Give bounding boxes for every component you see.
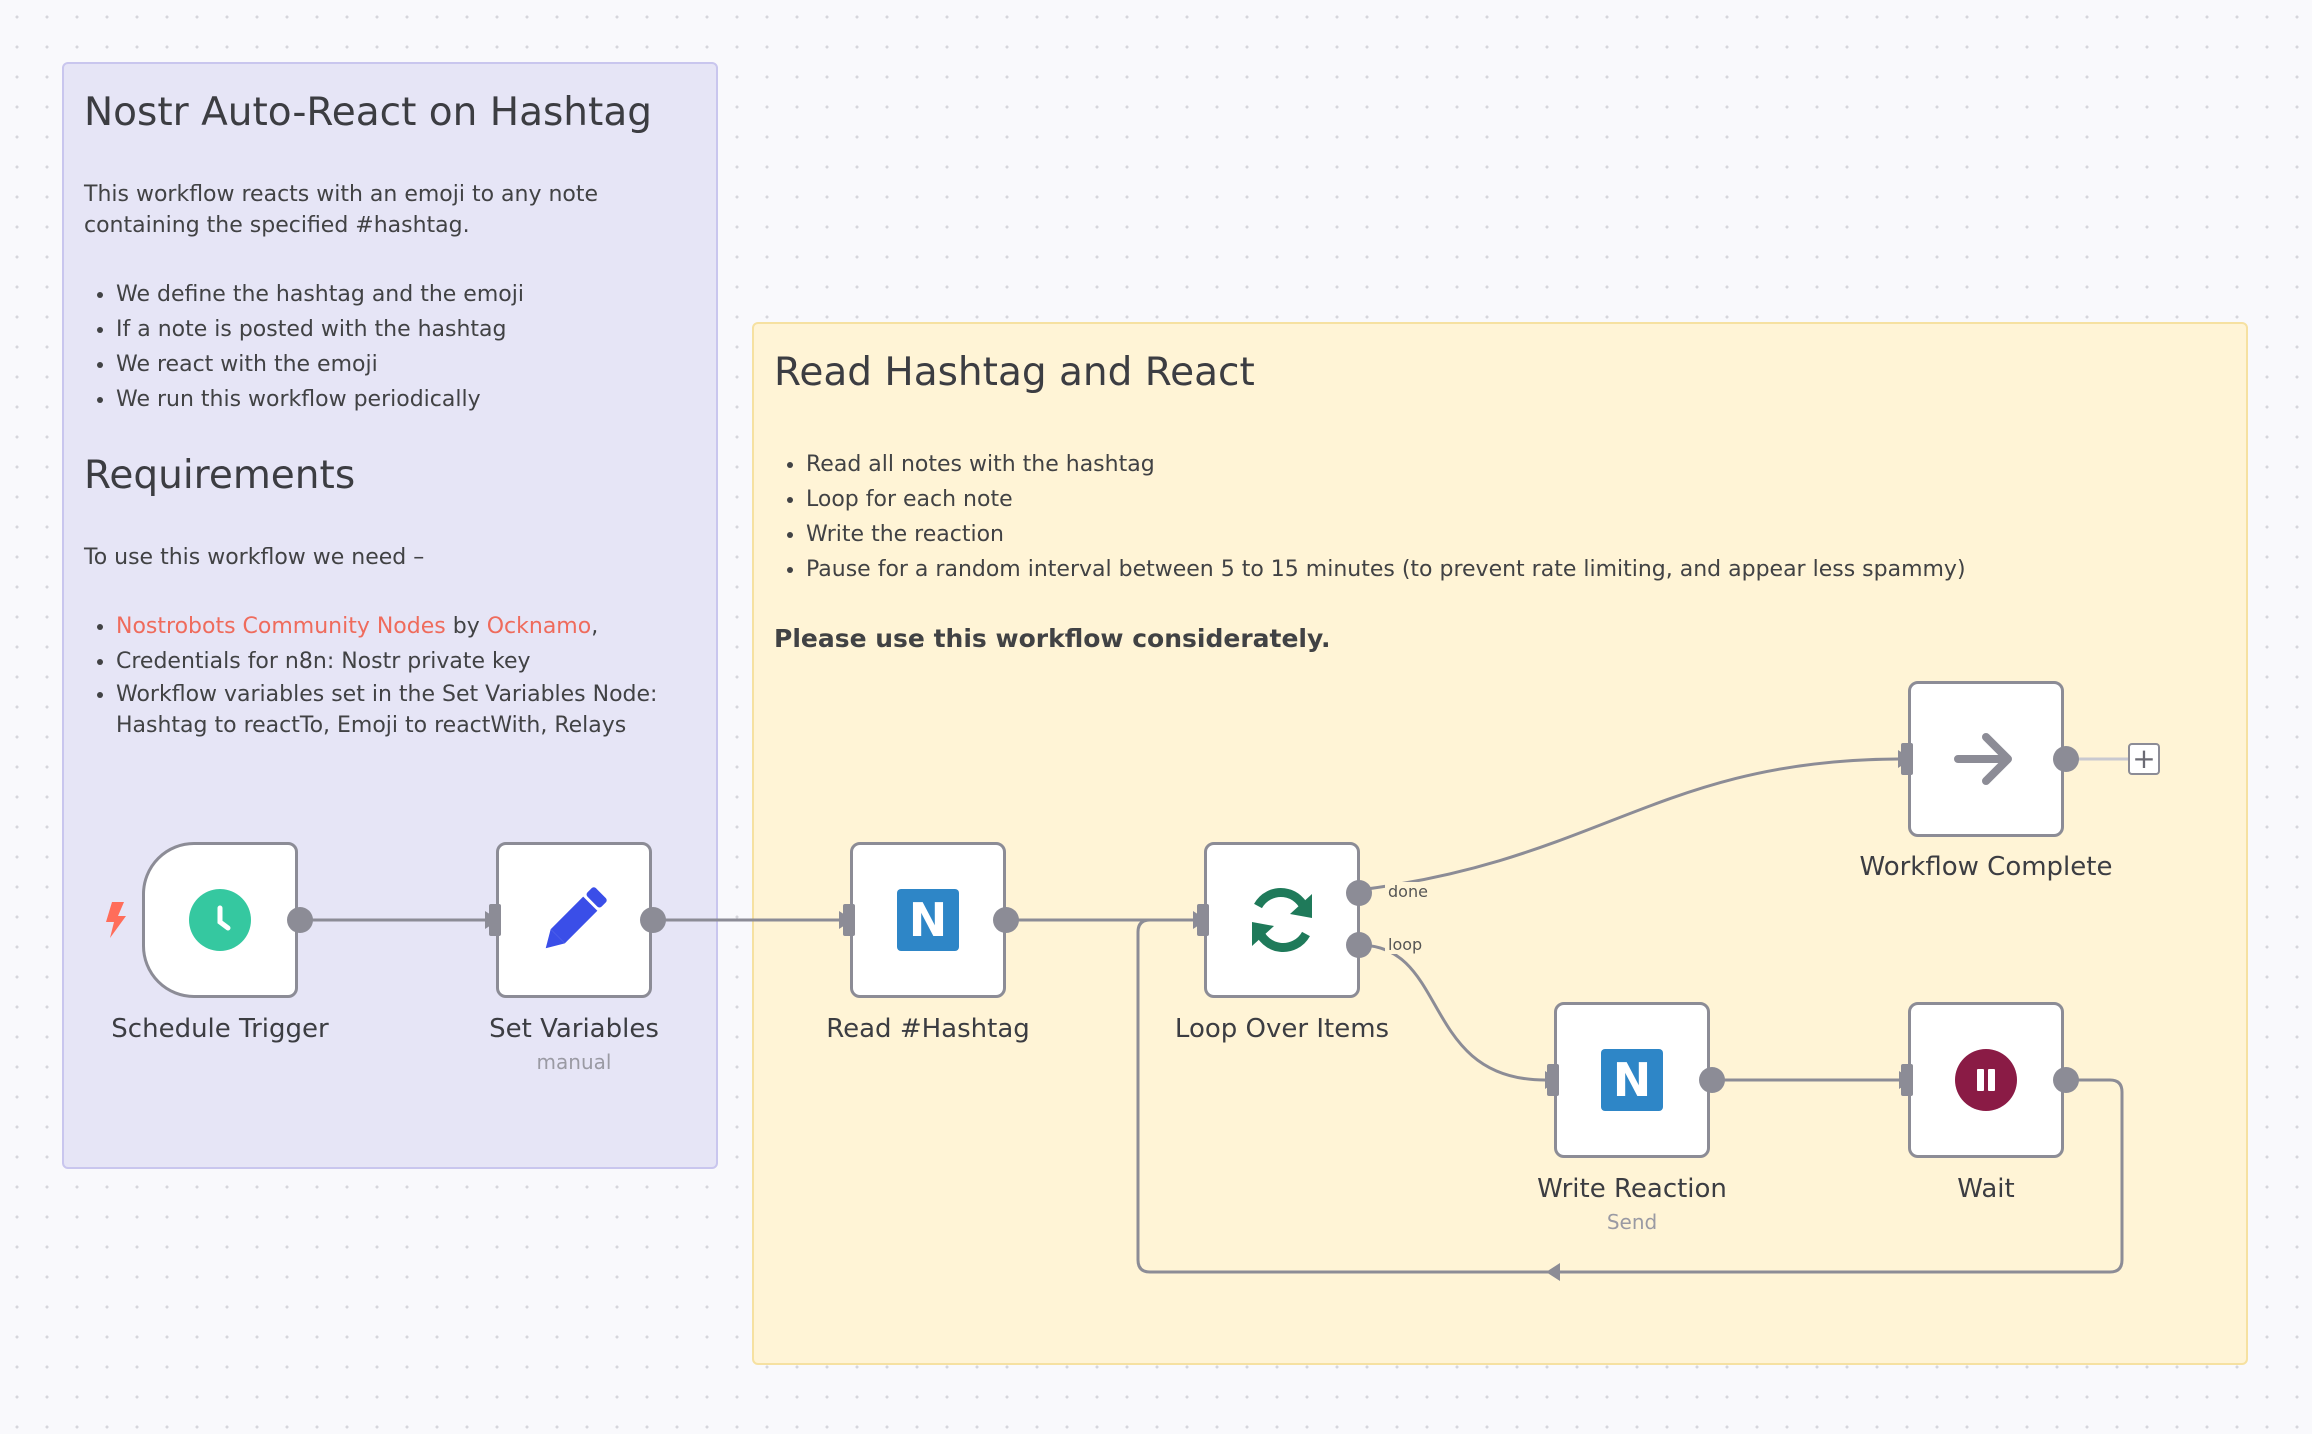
arrow-right-icon [1954, 733, 2012, 785]
node-read-hashtag[interactable]: N [850, 842, 1006, 998]
list-item: Read all notes with the hashtag [806, 447, 2226, 482]
port-label-done: done [1385, 882, 1431, 901]
sticky-intro-title: Nostr Auto-React on Hashtag [84, 90, 652, 135]
node-schedule-trigger[interactable] [142, 842, 298, 998]
output-handle[interactable] [993, 907, 1019, 933]
node-label: Loop Over Items [1174, 1014, 1390, 1044]
node-label: Write Reaction [1537, 1174, 1727, 1204]
input-handle[interactable] [1901, 743, 1913, 775]
sticky-main-bullets: Read all notes with the hashtag Loop for… [774, 447, 2226, 587]
input-handle[interactable] [1901, 1064, 1913, 1096]
list-item: Loop for each note [806, 482, 2226, 517]
node-label: Schedule Trigger [111, 1014, 329, 1044]
output-handle[interactable] [287, 907, 313, 933]
pause-icon [1955, 1049, 2017, 1111]
input-handle[interactable] [1547, 1064, 1559, 1096]
node-workflow-complete[interactable] [1908, 681, 2064, 837]
node-label: Wait [1957, 1174, 2015, 1204]
output-handle-loop[interactable] [1346, 932, 1372, 958]
output-handle[interactable] [2053, 1067, 2079, 1093]
connection-wait-back-to-loop [1136, 918, 2124, 1274]
node-set-variables[interactable] [496, 842, 652, 998]
port-label-loop: loop [1385, 935, 1426, 954]
list-item: Workflow variables set in the Set Variab… [116, 679, 696, 741]
trigger-bolt-icon [106, 902, 126, 938]
sticky-intro-description: This workflow reacts with an emoji to an… [84, 182, 599, 238]
list-item: Nostrobots Community Nodes by Ocknamo, [116, 609, 696, 644]
loop-icon [1252, 887, 1312, 953]
arrow-head [1546, 1263, 1560, 1281]
connection-loop-done-to-complete [1358, 757, 1899, 892]
input-handle[interactable] [489, 904, 501, 936]
nostr-icon: N [1601, 1049, 1663, 1111]
node-loop-over-items[interactable] [1204, 842, 1360, 998]
node-label: Read #Hashtag [826, 1014, 1030, 1044]
nostr-icon: N [897, 889, 959, 951]
requirements-heading: Requirements [84, 453, 356, 498]
requirements-list: Nostrobots Community Nodes by Ocknamo, C… [84, 609, 696, 741]
output-handle-done[interactable] [1346, 880, 1372, 906]
clock-icon [189, 889, 251, 951]
nostrobots-link[interactable]: Nostrobots Community Nodes [116, 614, 446, 639]
node-wait[interactable] [1908, 1002, 2064, 1158]
connection-loop-to-write [1358, 943, 1546, 1082]
list-item: If a note is posted with the hashtag [116, 312, 696, 347]
sticky-main-note: Please use this workflow considerately. [774, 624, 1331, 653]
node-label: Set Variables [489, 1014, 659, 1044]
by-text: by [445, 614, 487, 639]
output-handle[interactable] [1699, 1067, 1725, 1093]
output-handle[interactable] [640, 907, 666, 933]
output-handle[interactable] [2053, 746, 2079, 772]
node-label: Workflow Complete [1859, 852, 2113, 882]
list-item: Pause for a random interval between 5 to… [806, 552, 2226, 587]
sticky-main-title: Read Hashtag and React [774, 350, 1255, 395]
input-handle[interactable] [843, 904, 855, 936]
list-item: We run this workflow periodically [116, 382, 696, 417]
pencil-icon [545, 887, 607, 949]
list-item: We define the hashtag and the emoji [116, 277, 696, 312]
add-node-button[interactable]: + [2128, 743, 2160, 775]
list-item: We react with the emoji [116, 347, 696, 382]
node-write-reaction[interactable]: N [1554, 1002, 1710, 1158]
ocknamo-link[interactable]: Ocknamo [486, 614, 592, 639]
node-subtitle: Send [1606, 1210, 1658, 1234]
node-subtitle: manual [536, 1050, 612, 1074]
input-handle[interactable] [1197, 904, 1209, 936]
list-item: Credentials for n8n: Nostr private key [116, 644, 696, 679]
requirements-intro: To use this workflow we need – [84, 545, 425, 570]
comma-text: , [591, 614, 599, 639]
list-item: Write the reaction [806, 517, 2226, 552]
sticky-intro-bullets: We define the hashtag and the emoji If a… [84, 277, 696, 417]
